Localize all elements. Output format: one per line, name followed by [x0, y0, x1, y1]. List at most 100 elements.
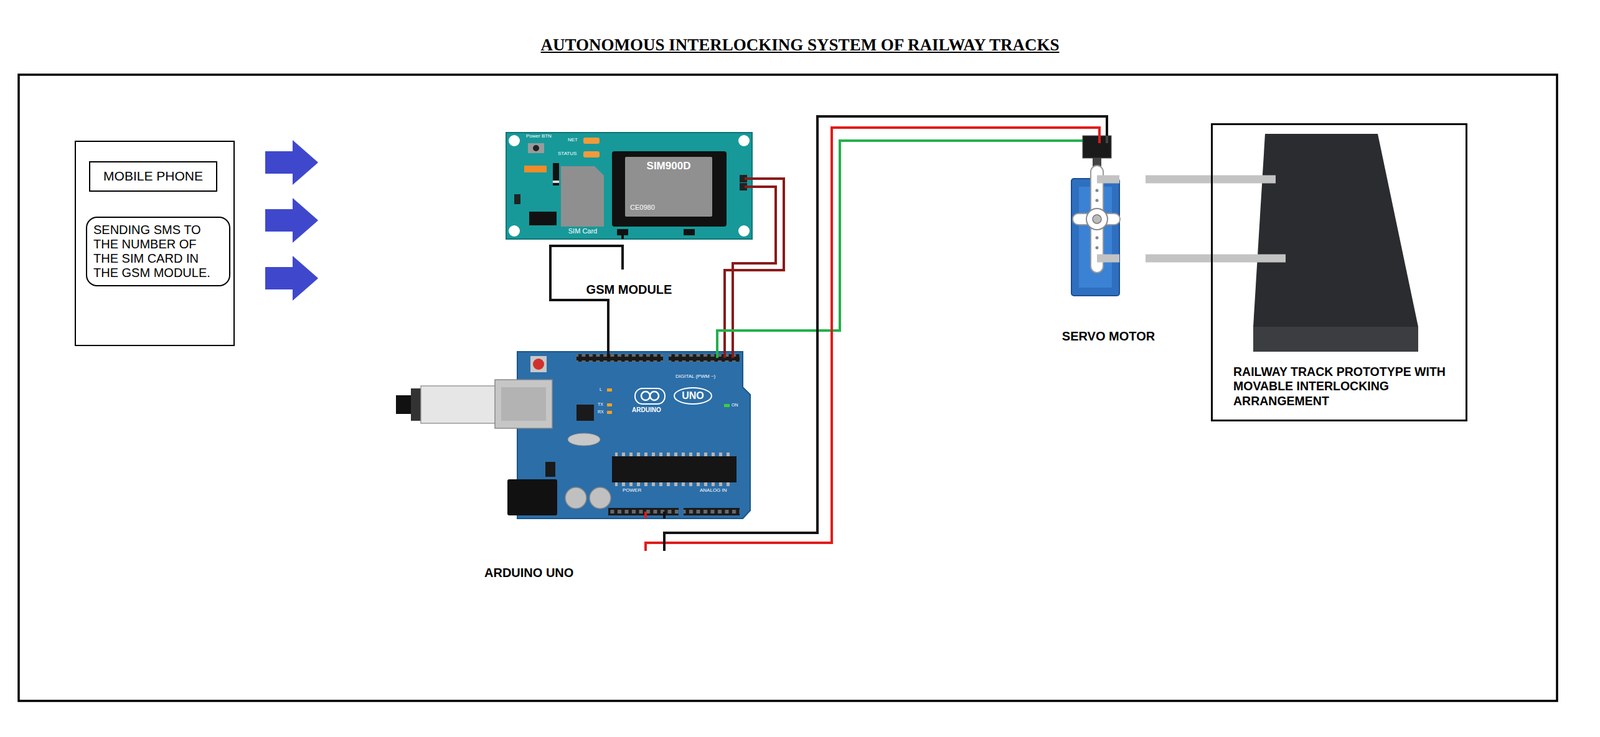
board-marking: NET — [567, 137, 578, 143]
wire-stub — [663, 511, 666, 519]
gsm-chip-shield — [625, 156, 713, 217]
arduino-board: ARDUINO UNO — [517, 351, 743, 551]
wire-stub — [744, 185, 753, 189]
board-marking: SIM Card — [568, 227, 598, 235]
logo — [635, 388, 665, 405]
wire-stub — [644, 511, 647, 519]
mount-hole — [508, 225, 520, 237]
serial-wire — [724, 178, 784, 352]
logo — [649, 391, 659, 401]
diode-band — [552, 180, 560, 184]
block-arrow — [265, 140, 319, 185]
horn-hole — [1095, 199, 1099, 203]
signal-wire — [717, 140, 1072, 352]
device-box: MOBILE PHONE SENDING SMS TO THE NUMBER OF… — [74, 140, 235, 347]
ground-wire — [664, 116, 1107, 551]
component — [514, 194, 521, 205]
wire-stub — [744, 177, 753, 180]
reset-button — [530, 356, 547, 373]
node-text: SENDING SMS TO THE NUMBER OF THE SIM CAR… — [93, 222, 223, 281]
serial-wire — [732, 186, 776, 352]
pcb — [506, 132, 753, 240]
mount-hole — [738, 225, 750, 237]
node-text: SERVO MOTOR — [1062, 329, 1155, 343]
board-marking: Power BTN — [526, 133, 552, 139]
node-text: RAILWAY TRACK PROTOTYPE WITH MOVABLE INT… — [1233, 364, 1461, 409]
arduino-board-drawing — [395, 351, 751, 519]
rod — [1210, 254, 1286, 263]
track-block — [1253, 133, 1419, 327]
board-marking: L — [599, 387, 603, 392]
rod — [1096, 175, 1120, 184]
power-jack — [507, 479, 558, 516]
header-pins — [668, 354, 740, 362]
board-marking: RX — [597, 409, 604, 415]
outer-frame — [18, 74, 1558, 702]
board-marking: ANALOG IN — [699, 488, 728, 494]
servo-hub — [1086, 208, 1108, 230]
header — [668, 354, 740, 362]
diagram-title: AUTONOMOUS INTERLOCKING SYSTEM OF RAILWA… — [0, 35, 1600, 55]
node-text: MOBILE PHONE — [103, 168, 203, 184]
board-marking: STATUS — [557, 151, 577, 157]
sms-arrows — [265, 140, 319, 301]
servo-connector — [1082, 135, 1112, 159]
usb-cable — [395, 395, 413, 415]
horn-hole — [1095, 189, 1099, 193]
chip-pins — [615, 482, 734, 487]
ic — [529, 211, 557, 226]
reset-button — [532, 358, 545, 370]
power-button — [527, 143, 545, 154]
led — [607, 410, 612, 415]
sim-holder — [560, 166, 604, 227]
gsm-board-drawing — [506, 132, 753, 240]
track-block — [1253, 326, 1419, 352]
board-marking: SIM900D — [646, 160, 692, 172]
usb-plug — [420, 385, 497, 424]
chip-pins — [615, 452, 734, 457]
track-drawing — [1210, 133, 1419, 352]
wire-stub — [723, 351, 726, 358]
board-marking: POWER — [622, 488, 642, 494]
rod — [1210, 175, 1276, 184]
header — [608, 508, 679, 516]
servo-drawing — [1071, 135, 1120, 296]
usb-port — [501, 387, 546, 421]
header — [576, 354, 664, 362]
node-text: ARDUINO UNO — [484, 566, 574, 579]
connector — [683, 229, 695, 236]
regulator — [545, 461, 556, 477]
wire-stub — [1098, 135, 1101, 144]
servo-motor: SERVO MOTOR — [1071, 135, 1146, 322]
ground-wire — [550, 245, 623, 352]
note-box: SENDING SMS TO THE NUMBER OF THE SIM CAR… — [85, 216, 231, 287]
board-marking: TX — [597, 402, 604, 407]
header — [683, 508, 740, 516]
microcontroller — [611, 456, 737, 483]
wire-stub — [621, 232, 624, 240]
header-pins — [608, 508, 679, 516]
linkage-rod — [1145, 254, 1211, 263]
wire-stub — [607, 351, 610, 358]
logo — [641, 391, 650, 401]
led — [607, 403, 612, 407]
board-marking: ARDUINO — [631, 407, 662, 414]
mount-hole — [508, 135, 520, 147]
track-box: RAILWAY TRACK PROTOTYPE WITH MOVABLE INT… — [1210, 123, 1468, 422]
linkage-rod — [1145, 175, 1211, 184]
led — [724, 404, 730, 408]
servo-horn — [1072, 213, 1120, 225]
board-marking: CE0980 — [630, 204, 655, 212]
rod — [1096, 254, 1120, 263]
led — [607, 388, 612, 392]
capacitor — [589, 487, 611, 509]
wire-stub — [715, 351, 719, 358]
header-pins — [576, 354, 664, 362]
board-marking: UNO — [681, 390, 705, 401]
header-pins — [683, 508, 740, 516]
led — [583, 137, 600, 144]
board-marking: ON — [731, 402, 739, 408]
wire-stub — [1105, 135, 1109, 144]
power-wire — [645, 127, 1100, 551]
logo — [674, 387, 712, 405]
